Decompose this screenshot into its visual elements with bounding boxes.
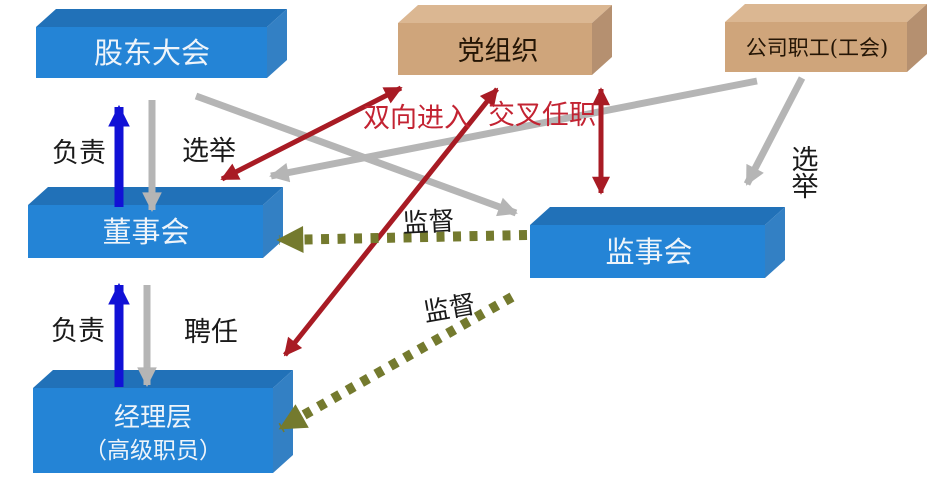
label-two-way-entry: 双向进入 (363, 103, 471, 134)
company-employees-union-label: 公司职工(工会) (746, 36, 888, 60)
shareholders-meeting-box: 股东大会 (36, 9, 287, 78)
box-front-face (398, 23, 592, 75)
box-side-face (907, 4, 927, 72)
supervise-arrow-supervisory-to-management (278, 292, 515, 433)
label-accountable-bottom: 负责 (51, 316, 105, 347)
party-organization-box: 党组织 (398, 5, 612, 75)
cross-appointment-arrow-party-management (283, 87, 499, 357)
box-side-face (765, 207, 785, 278)
management-level-sublabel: （高级职员） (84, 438, 222, 464)
party-organization-label: 党组织 (458, 36, 539, 67)
box-top-face (36, 9, 287, 27)
box-front-face (36, 27, 267, 78)
shareholders-meeting-label: 股东大会 (94, 36, 210, 70)
label-elect-top: 选举 (182, 136, 236, 167)
board-of-directors-label: 董事会 (102, 215, 189, 249)
box-top-face (725, 4, 927, 22)
company-employees-union-box: 公司职工(工会) (725, 4, 927, 72)
management-level-box: 经理层 （高级职员） (33, 370, 293, 473)
box-front-face (725, 22, 907, 72)
supervisory-board-box: 监事会 (530, 207, 785, 278)
box-side-face (592, 5, 612, 75)
box-front-face (33, 388, 273, 473)
box-top-face (398, 5, 612, 23)
label-supervise-upper: 监督 (402, 207, 456, 240)
box-top-face (530, 207, 785, 225)
box-front-face (530, 225, 765, 278)
label-accountable-top: 负责 (52, 138, 106, 169)
supervisory-board-label: 监事会 (605, 235, 692, 269)
label-cross-appointment: 交叉任职 (488, 100, 596, 131)
box-side-face (267, 9, 287, 78)
label-elect-right: 选举 (787, 145, 819, 199)
box-top-face (33, 370, 293, 388)
elect-arrow-employees-to-supervisory (743, 76, 806, 186)
box-front-face (28, 205, 263, 258)
management-level-label: 经理层 (114, 403, 192, 433)
label-appoint-bottom: 聘任 (184, 317, 238, 348)
